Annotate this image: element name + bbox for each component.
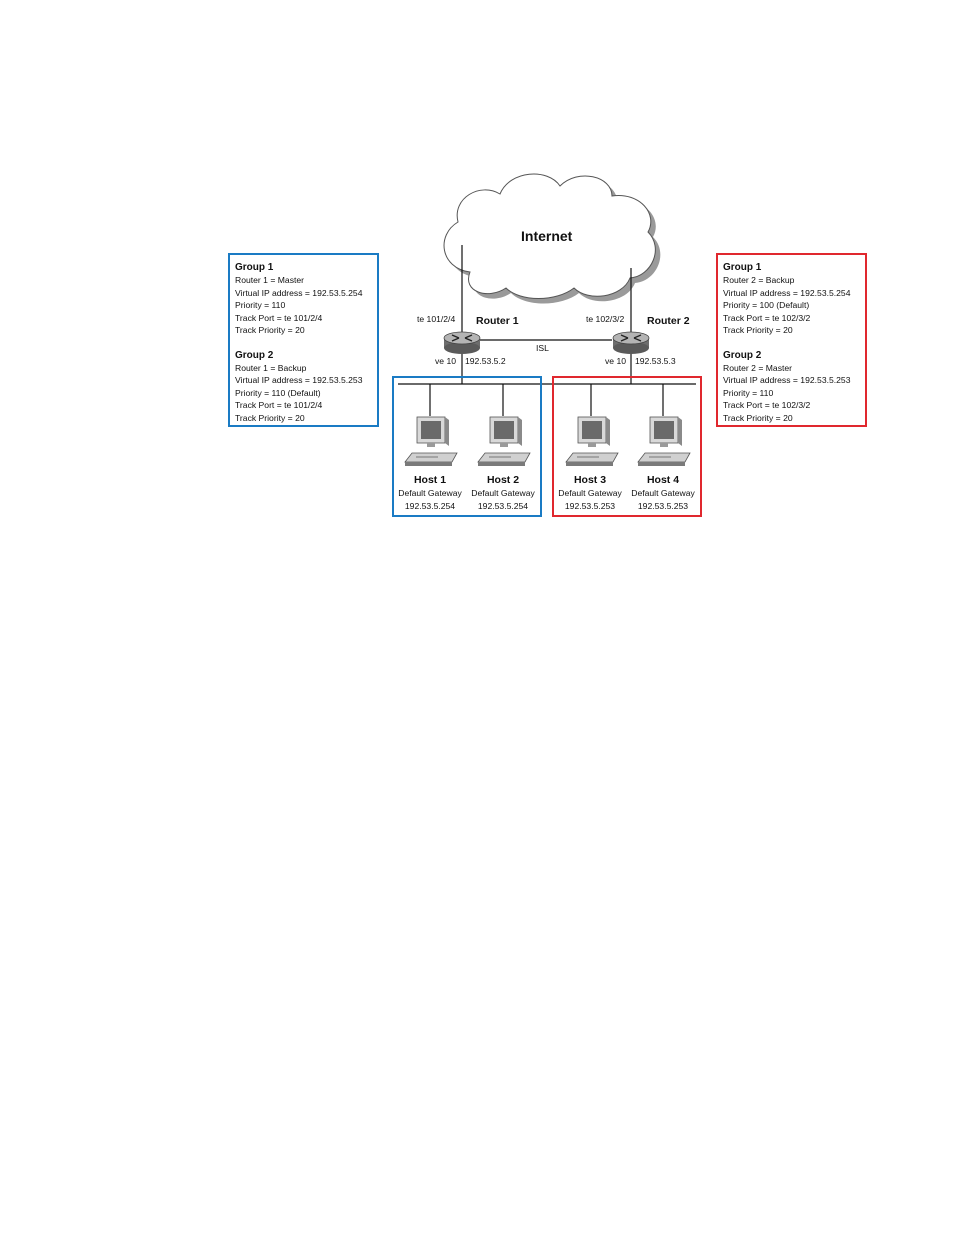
host-gateway-label: Default Gateway [631,488,695,498]
config-line: Priority = 110 [723,387,774,398]
host-gateway-ip: 192.53.5.254 [477,500,529,511]
config-line: Virtual IP address = 192.53.5.254 [723,287,851,298]
config-line: Router 1 = Backup [235,362,307,373]
computer-icon [404,416,458,466]
host-caption-1: Host 1 Default Gateway 192.53.5.254 [390,474,470,512]
internet-label: Internet [521,228,573,244]
config-line: Router 2 = Master [723,362,793,373]
router2-name: Router 2 [647,315,690,327]
config-line: Track Priority = 20 [235,325,305,335]
group-config-box-router2: Group 1 Router 2 = Backup Virtual IP add… [716,253,867,427]
group-config-box-router1: Group 1 Router 1 = Master Virtual IP add… [228,253,379,427]
host-caption-3: Host 3 Default Gateway 192.53.5.253 [550,474,630,512]
config-line: Track Priority = 20 [723,325,793,335]
host-name: Host 4 [646,474,680,486]
router1-port-label: te 101/2/4 [417,314,456,324]
group-title: Group 2 [235,349,274,361]
host-caption-2: Host 2 Default Gateway 192.53.5.254 [463,474,543,512]
router2-port-label: te 102/3/2 [586,314,625,324]
host-name: Host 2 [486,474,520,486]
links [398,245,696,416]
router-icon [443,331,481,354]
host-gateway-ip: 192.53.5.253 [564,500,616,511]
router1-ve-label: ve 10 [435,356,457,366]
router1-ip-label: 192.53.5.2 [465,356,506,366]
config-line: Router 1 = Master [235,275,305,285]
isl-label: ISL [536,343,549,353]
group-title: Group 1 [723,262,762,273]
config-line: Priority = 110 [235,300,286,310]
group-title: Group 1 [235,262,274,273]
host-name: Host 3 [573,474,607,486]
config-line: Priority = 110 (Default) [235,387,321,398]
host-gateway-label: Default Gateway [398,488,462,498]
host-name: Host 1 [413,474,447,486]
host-gateway-label: Default Gateway [558,488,622,498]
internet-cloud [443,173,661,304]
router-icon [612,331,650,354]
config-line: Track Port = te 102/3/2 [723,400,811,410]
router2-ve-label: ve 10 [605,356,627,366]
host-gateway-label: Default Gateway [471,488,535,498]
group2-host-outline [552,376,702,517]
computer-icon [477,416,531,466]
host-gateway-ip: 192.53.5.253 [637,500,689,511]
config-line: Virtual IP address = 192.53.5.254 [235,287,363,298]
config-line: Track Priority = 20 [235,412,305,423]
config-line: Track Port = te 101/2/4 [235,400,323,410]
router2-ip-label: 192.53.5.3 [635,356,676,366]
host-caption-4: Host 4 Default Gateway 192.53.5.253 [623,474,703,512]
config-line: Track Port = te 101/2/4 [235,312,323,323]
group-title: Group 2 [723,349,762,361]
group1-host-outline [392,376,542,517]
config-line: Virtual IP address = 192.53.5.253 [235,375,363,385]
config-line: Router 2 = Backup [723,275,795,285]
router1-name: Router 1 [476,315,519,327]
config-line: Virtual IP address = 192.53.5.253 [723,375,851,385]
config-line: Track Priority = 20 [723,412,793,423]
computer-icon [637,416,691,466]
config-line: Priority = 100 (Default) [723,300,810,310]
host-gateway-ip: 192.53.5.254 [404,500,456,511]
config-line: Track Port = te 102/3/2 [723,312,811,323]
computer-icon [565,416,619,466]
